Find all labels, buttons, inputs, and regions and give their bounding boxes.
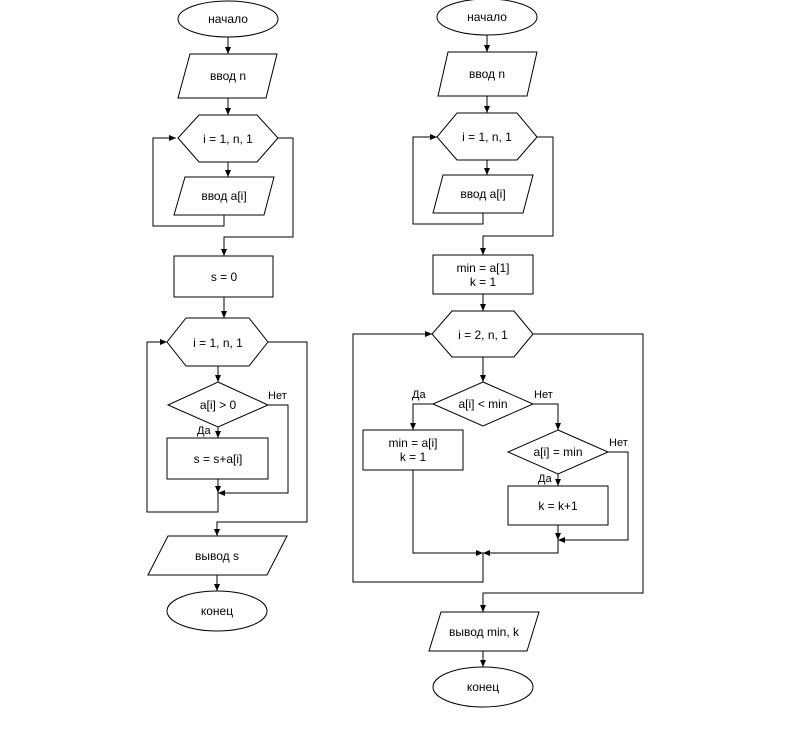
increment-process [507,485,609,526]
assign-process [362,429,464,471]
condition1-diamond [431,381,535,427]
yes-label: Да [197,425,211,437]
condition-label: a[i] > 0 [200,398,237,412]
yes2-label: Да [538,473,552,485]
start-label: начало [467,10,507,24]
merge-arrow [412,470,483,556]
loop2-hexagon [431,310,534,358]
input-ai-label: ввод a[i] [201,189,246,203]
no1-branch-arrow [533,403,561,430]
left-flowchart: начало ввод n i = 1, n, 1 ввод a[i] s = … [146,0,308,632]
loop-back-arrow [352,331,484,583]
assign-label-line2: k = 1 [400,450,427,464]
loop1-label: i = 1, n, 1 [462,130,512,144]
input-ai-parallelogram [173,176,275,216]
init-label-line2: k = 1 [470,275,497,289]
yes1-label: Да [412,389,426,401]
loop1-label: i = 1, n, 1 [203,132,253,146]
output-parallelogram [428,611,540,652]
loop-exit-arrow [480,136,554,255]
loop2-label: i = 2, n, 1 [458,328,508,342]
loop-back-arrow [412,134,484,225]
loop-back-arrow [146,339,219,513]
loop-exit-arrow [221,137,294,256]
condition1-label: a[i] < min [458,397,507,411]
condition2-diamond [506,429,610,475]
end-terminal [432,666,534,708]
output-parallelogram [147,535,288,576]
merge-arrow [483,540,559,556]
loop1-hexagon [177,114,279,163]
loop-exit-arrow [214,341,308,536]
input-n-label: ввод n [469,67,505,81]
init-process [432,254,534,295]
condition2-label: a[i] = min [533,445,582,459]
input-ai-parallelogram [432,174,534,214]
output-label: вывод s [195,549,239,563]
loop2-hexagon [166,317,269,367]
right-flowchart: начало ввод n i = 1, n, 1 ввод a[i] min … [352,0,644,708]
assign-label-line1: min = a[i] [388,436,437,450]
start-label: начало [208,12,248,26]
init-s-label: s = 0 [211,270,238,284]
no2-label: Нет [609,437,628,449]
init-label-line1: min = a[1] [456,261,509,275]
start-terminal [177,0,279,38]
init-s-process [173,255,274,298]
end-label: конец [467,680,499,694]
end-label: конец [201,604,233,618]
input-ai-label: ввод a[i] [460,187,505,201]
loop-exit-arrow [480,333,644,612]
condition-diamond [166,381,270,428]
sum-process [166,437,269,480]
yes1-branch-arrow [410,403,433,430]
loop2-label: i = 1, n, 1 [193,336,243,350]
loop-back-arrow [152,135,225,227]
input-n-label: ввод n [210,69,246,83]
loop1-hexagon [436,112,538,161]
no-branch-arrow [218,404,289,496]
sum-label: s = s+a[i] [194,452,243,466]
end-terminal [166,590,268,632]
input-n-parallelogram [437,51,538,97]
increment-label: k = k+1 [538,499,578,513]
input-n-parallelogram [177,53,278,99]
no1-label: Нет [534,389,553,401]
no-label: Нет [268,390,287,402]
start-terminal [436,0,538,36]
output-label: вывод min, k [449,625,520,639]
no2-branch-arrow [558,451,629,543]
